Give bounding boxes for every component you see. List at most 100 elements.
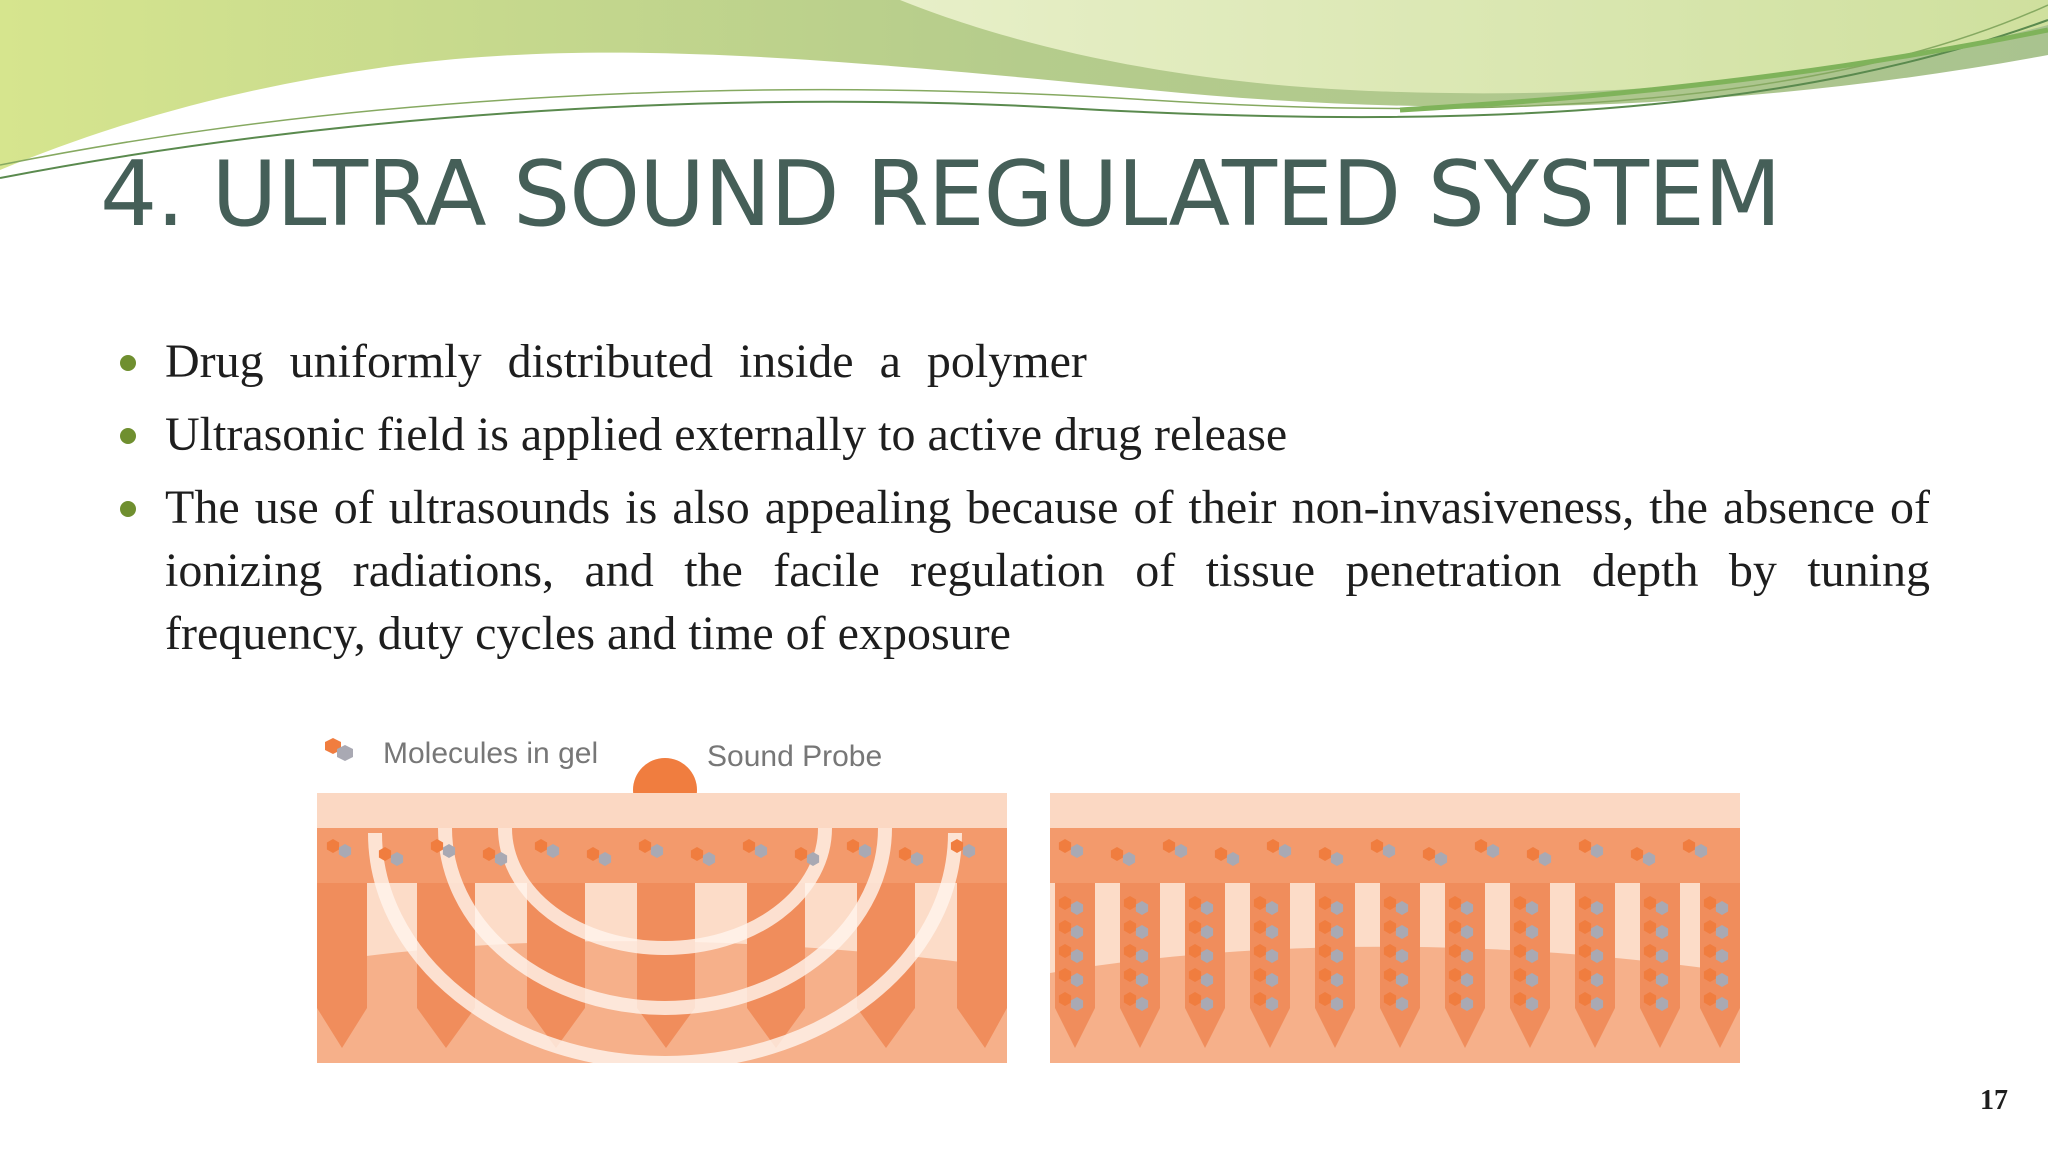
bullet-item: Drug uniformly distributed inside a poly…: [120, 330, 1930, 393]
molecule-icon: [1382, 844, 1396, 858]
molecule-icon: [1123, 896, 1137, 910]
molecule-icon: [1266, 839, 1280, 853]
molecule-icon: [1070, 973, 1084, 987]
molecule-icon: [1058, 839, 1072, 853]
molecule-icon: [702, 852, 716, 866]
molecule-icon: [1330, 901, 1344, 915]
molecule-icon: [1715, 925, 1729, 939]
molecule-icon: [1058, 992, 1072, 1006]
molecule-icon: [1590, 844, 1604, 858]
legend-label: Molecules in gel: [383, 737, 598, 770]
molecule-icon: [1265, 949, 1279, 963]
molecule-icon: [1253, 896, 1267, 910]
molecule-icon: [1460, 901, 1474, 915]
bullet-icon: [120, 355, 136, 371]
molecule-icon: [1525, 973, 1539, 987]
molecule-icon: [1460, 973, 1474, 987]
molecule-icon: [1318, 920, 1332, 934]
molecule-icon: [1395, 901, 1409, 915]
molecule-icon: [338, 844, 352, 858]
molecule-icon: [1188, 920, 1202, 934]
molecule-icon: [1226, 852, 1240, 866]
molecule-icon: [846, 839, 860, 853]
molecule-icon: [806, 852, 820, 866]
molecule-icon: [1318, 847, 1332, 861]
molecule-icon: [1434, 852, 1448, 866]
molecule-icon: [1525, 925, 1539, 939]
molecule-icon: [1058, 920, 1072, 934]
molecule-icon: [1578, 896, 1592, 910]
bullet-item: The use of ultrasounds is also appealing…: [120, 476, 1930, 665]
molecule-icon: [1214, 847, 1228, 861]
molecule-icon: [1448, 968, 1462, 982]
page-number: 17: [1980, 1085, 2008, 1116]
molecule-icon: [1526, 847, 1540, 861]
molecule-icon: [1703, 968, 1717, 982]
molecule-icon: [598, 852, 612, 866]
molecule-icon: [1330, 949, 1344, 963]
molecule-icon: [1135, 949, 1149, 963]
molecule-icon: [546, 844, 560, 858]
molecule-icon: [950, 839, 964, 853]
molecule-icon: [1070, 949, 1084, 963]
drug-molecules: [326, 839, 1729, 1011]
molecule-icon: [1655, 949, 1669, 963]
molecule-icon: [1590, 973, 1604, 987]
molecule-icon: [1643, 896, 1657, 910]
molecule-icon: [1253, 968, 1267, 982]
molecule-icon: [390, 852, 404, 866]
molecule-icon: [1590, 925, 1604, 939]
bullet-text: Ultrasonic field is applied externally t…: [165, 408, 1288, 461]
molecule-icon: [1642, 852, 1656, 866]
molecule-icon: [1122, 852, 1136, 866]
molecule-icon: [1330, 925, 1344, 939]
molecule-icon: [1474, 839, 1488, 853]
molecule-icon: [1694, 844, 1708, 858]
molecule-icon: [858, 844, 872, 858]
molecule-icon: [1513, 920, 1527, 934]
molecule-icon: [898, 847, 912, 861]
molecule-icon: [1655, 973, 1669, 987]
molecule-icon: [1123, 992, 1137, 1006]
molecule-icon: [1200, 997, 1214, 1011]
molecule-icon: [1715, 949, 1729, 963]
molecule-icon: [1525, 949, 1539, 963]
molecule-icon: [1135, 901, 1149, 915]
molecule-icon: [1070, 844, 1084, 858]
molecule-icon: [962, 844, 976, 858]
bullet-text: Drug uniformly distributed inside a poly…: [165, 335, 1087, 388]
molecule-icon: [1058, 944, 1072, 958]
molecule-icon: [1200, 925, 1214, 939]
molecule-icon: [1655, 901, 1669, 915]
molecule-icon: [1253, 944, 1267, 958]
molecule-icon: [1174, 844, 1188, 858]
molecule-icon: [1188, 896, 1202, 910]
molecule-icon: [1123, 944, 1137, 958]
molecule-icon: [1135, 925, 1149, 939]
molecule-icon: [1070, 925, 1084, 939]
molecule-icon: [1265, 997, 1279, 1011]
molecule-icon: [1395, 997, 1409, 1011]
molecule-legend-icon: [325, 738, 353, 761]
molecule-icon: [690, 847, 704, 861]
molecule-icon: [1265, 901, 1279, 915]
molecule-icon: [326, 839, 340, 853]
molecule-icon: [1715, 973, 1729, 987]
molecule-icon: [1253, 992, 1267, 1006]
molecule-icon: [1590, 949, 1604, 963]
molecule-icon: [1630, 847, 1644, 861]
molecule-icon: [586, 847, 600, 861]
molecule-icon: [1578, 839, 1592, 853]
molecule-icon: [1643, 968, 1657, 982]
molecule-icon: [1162, 839, 1176, 853]
molecule-icon: [1265, 973, 1279, 987]
molecule-icon: [442, 844, 456, 858]
probe-label: Sound Probe: [707, 740, 882, 773]
molecule-icon: [742, 839, 756, 853]
molecule-icon: [1330, 973, 1344, 987]
molecule-icon: [1513, 944, 1527, 958]
molecule-icon: [1643, 992, 1657, 1006]
header-wave-decoration: [0, 0, 2048, 179]
molecule-icon: [650, 844, 664, 858]
molecule-icon: [1383, 992, 1397, 1006]
